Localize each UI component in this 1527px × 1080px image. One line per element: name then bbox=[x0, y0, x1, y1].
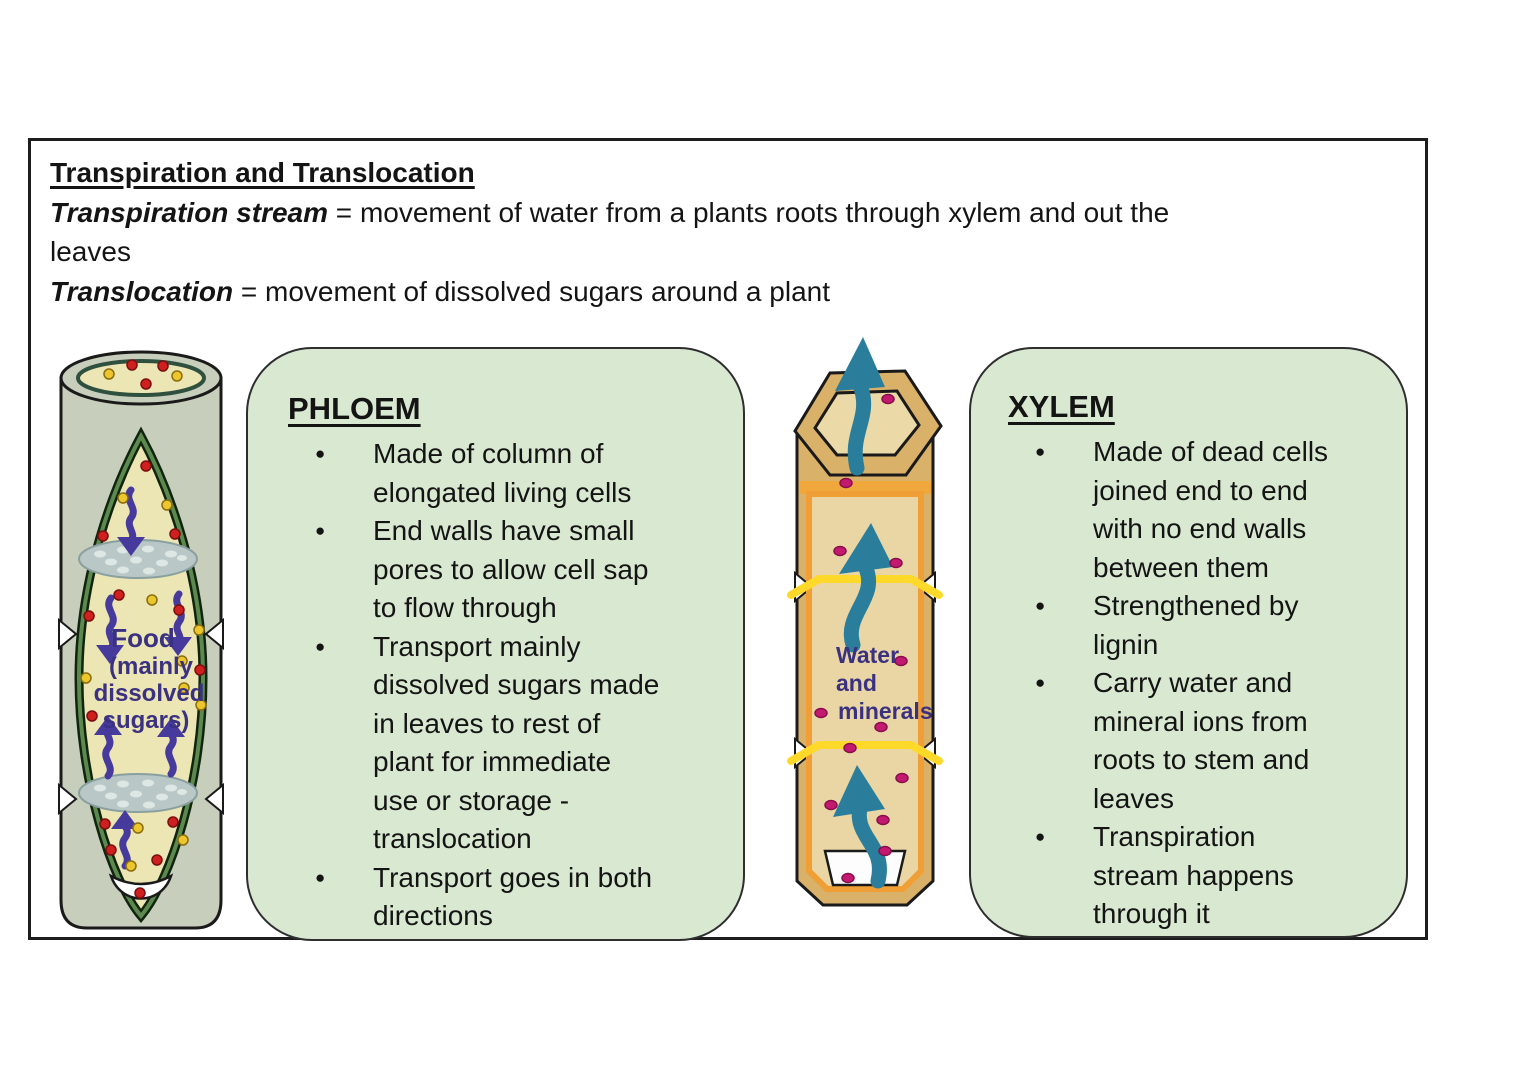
definition-transpiration-stream: Transpiration stream = movement of water… bbox=[50, 193, 1380, 272]
sap-flow-arrows bbox=[94, 486, 192, 870]
sugar-dots bbox=[80, 460, 207, 899]
food-label: Food (mainly dissolved sugars) bbox=[94, 623, 205, 734]
bullet-icon: ● bbox=[1035, 596, 1046, 615]
definition-term: Transpiration stream bbox=[50, 196, 329, 228]
bullet-icon: ● bbox=[315, 521, 326, 540]
lens-tip-white bbox=[108, 873, 174, 900]
list-item: ●Transport goes in both directions bbox=[315, 859, 719, 936]
definition-text: = movement of dissolved sugars around a … bbox=[233, 275, 830, 307]
vessel-interior bbox=[806, 491, 924, 892]
tube-top-opening bbox=[76, 359, 206, 397]
list-item: ●Transpiration stream happens through it bbox=[1035, 818, 1386, 934]
definition-term: Translocation bbox=[50, 275, 234, 307]
bullet-icon: ● bbox=[315, 636, 326, 656]
list-item: ●Made of column of elongated living cell… bbox=[315, 435, 719, 512]
header-block: Transpiration and Translocation Transpir… bbox=[50, 153, 1380, 311]
top-exit-arrow bbox=[835, 337, 885, 476]
water-flow-arrows bbox=[833, 523, 893, 889]
bullet-icon: ● bbox=[1035, 827, 1046, 846]
notes-frame: Transpiration and Translocation Transpir… bbox=[28, 138, 1428, 941]
svg-text:Water: Water bbox=[836, 642, 899, 668]
list-item: ●Strengthened by lignin bbox=[1035, 587, 1386, 664]
svg-text:minerals: minerals bbox=[838, 698, 933, 724]
svg-text:dissolved: dissolved bbox=[94, 680, 205, 707]
bullet-icon: ● bbox=[315, 444, 326, 463]
definition-text: = movement of water from a plants roots … bbox=[50, 196, 1170, 268]
sieve-plate-upper bbox=[78, 539, 198, 579]
vessel-collar-band bbox=[799, 481, 931, 494]
phloem-diagram: Food (mainly dissolved sugars) bbox=[58, 350, 224, 930]
page-title: Transpiration and Translocation bbox=[50, 157, 475, 188]
bullet-icon: ● bbox=[315, 867, 326, 887]
bullet-icon: ● bbox=[1035, 442, 1046, 461]
phloem-heading: PHLOEM bbox=[288, 391, 421, 426]
list-item: ●Transport mainly dissolved sugars made … bbox=[315, 628, 719, 859]
xylem-heading: XYLEM bbox=[1008, 389, 1115, 424]
phloem-bullet-list: ●Made of column of elongated living cell… bbox=[288, 435, 719, 936]
top-sugar-dots bbox=[103, 359, 183, 390]
svg-text:and: and bbox=[836, 670, 877, 696]
mineral-dots bbox=[814, 393, 909, 884]
tube-segment-notches bbox=[58, 617, 224, 816]
xylem-panel: XYLEM ●Made of dead cells joined end to … bbox=[969, 347, 1408, 938]
bullet-icon: ● bbox=[1035, 673, 1046, 692]
bottom-water-pool bbox=[823, 849, 907, 887]
xylem-bullet-list: ●Made of dead cells joined end to end wi… bbox=[1008, 433, 1386, 934]
svg-text:(mainly: (mainly bbox=[109, 653, 194, 680]
xylem-diagram: Water and minerals bbox=[787, 337, 943, 907]
list-item: ●Made of dead cells joined end to end wi… bbox=[1035, 433, 1386, 587]
definition-translocation: Translocation = movement of dissolved su… bbox=[50, 272, 1380, 312]
water-minerals-label: Water and minerals bbox=[836, 642, 933, 724]
svg-text:sugars): sugars) bbox=[103, 707, 190, 734]
sieve-plate-lower bbox=[78, 773, 198, 813]
phloem-panel: PHLOEM ●Made of column of elongated livi… bbox=[246, 347, 745, 941]
list-item: ●End walls have small pores to allow cel… bbox=[315, 512, 719, 628]
list-item: ●Carry water and mineral ions from roots… bbox=[1035, 664, 1386, 818]
svg-text:Food: Food bbox=[111, 623, 175, 653]
